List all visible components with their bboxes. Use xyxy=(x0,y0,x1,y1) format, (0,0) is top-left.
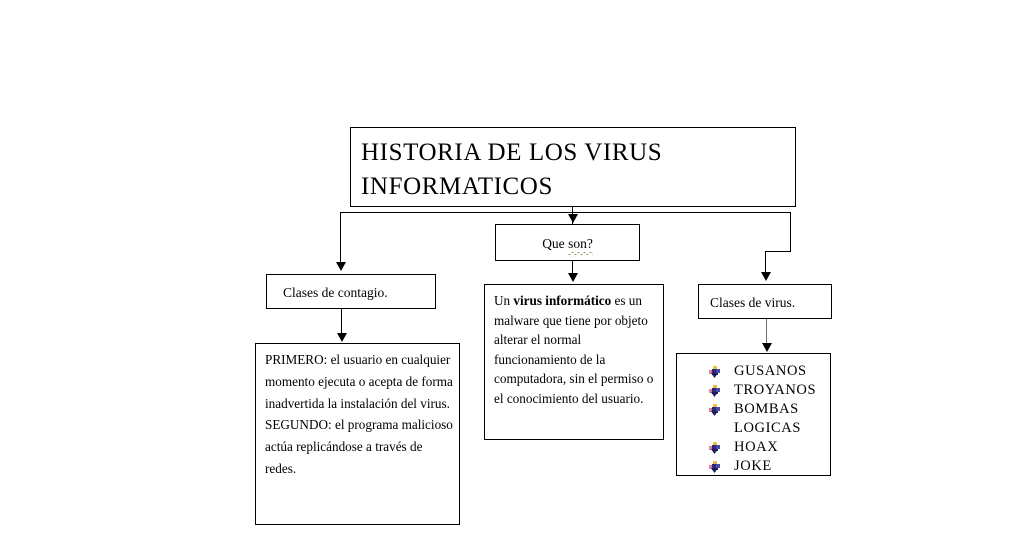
list-item-label: TROYANOS xyxy=(734,382,817,398)
node-definicion-virus[interactable]: Un virus informático es un malware que t… xyxy=(484,284,664,440)
node-clases-virus-lista[interactable]: GUSANOS TROYANOS BOMBAS LOGICAS xyxy=(676,353,831,476)
arrow-bullet-icon xyxy=(709,461,720,473)
list-item-continuation[interactable]: LOGICAS xyxy=(677,419,830,438)
node-title[interactable]: HISTORIA DE LOS VIRUS INFORMATICOS xyxy=(350,127,796,207)
definicion-text-before: Un xyxy=(494,293,514,308)
node-que-son[interactable]: Que son? xyxy=(495,224,640,261)
list-item[interactable]: BOMBAS xyxy=(677,400,830,419)
arrowhead-to-definicion xyxy=(568,273,578,282)
arrowhead-to-contagio-detail xyxy=(337,333,347,342)
que-son-label-misspelled: son? xyxy=(568,225,593,262)
title-line-2: INFORMATICOS xyxy=(361,173,553,200)
arrowhead-to-virus-list xyxy=(762,343,772,352)
title-line-1: HISTORIA DE LOS VIRUS xyxy=(361,139,663,166)
connector-right-branch xyxy=(790,212,791,252)
list-item-label: BOMBAS xyxy=(734,401,799,417)
arrowhead-to-contagio xyxy=(336,262,346,271)
arrowhead-to-clases-virus xyxy=(761,272,771,281)
arrow-bullet-icon xyxy=(709,385,720,397)
list-item-label: GUSANOS xyxy=(734,363,807,379)
que-son-label-prefix: Que xyxy=(542,236,569,251)
connector-virus-to-list xyxy=(766,319,767,344)
connector-contagio-to-detail xyxy=(341,309,342,334)
connector-right-elbow xyxy=(765,251,791,252)
contagio-primero-text: PRIMERO: el usuario en cualquier momento… xyxy=(265,352,453,411)
list-item[interactable]: TROYANOS xyxy=(677,381,830,400)
definicion-text-bold: virus informático xyxy=(513,293,612,308)
connector-horizontal-bar xyxy=(340,212,790,213)
clases-de-virus-label: Clases de virus. xyxy=(710,295,796,310)
clases-de-contagio-label: Clases de contagio. xyxy=(283,285,388,300)
list-item[interactable]: HOAX xyxy=(677,438,830,457)
list-item[interactable]: GUSANOS xyxy=(677,362,830,381)
node-contagio-detalle[interactable]: PRIMERO: el usuario en cualquier momento… xyxy=(255,343,460,525)
list-item-label: JOKE xyxy=(734,458,772,474)
node-clases-de-virus[interactable]: Clases de virus. xyxy=(698,284,832,319)
list-item[interactable]: JOKE xyxy=(677,457,830,476)
list-item-label: HOAX xyxy=(734,439,779,455)
node-clases-de-contagio[interactable]: Clases de contagio. xyxy=(266,274,436,309)
contagio-segundo-text: SEGUNDO: el programa malicioso actúa rep… xyxy=(265,417,453,476)
arrow-bullet-icon xyxy=(709,404,720,416)
arrow-bullet-icon xyxy=(709,442,720,454)
connector-left-branch xyxy=(340,212,341,262)
arrowhead-to-queson xyxy=(568,214,578,223)
definicion-text-after: es un malware que tiene por objeto alter… xyxy=(494,293,654,406)
list-item-label: LOGICAS xyxy=(734,420,802,436)
arrow-bullet-icon xyxy=(709,366,720,378)
connector-right-drop xyxy=(765,251,766,272)
connector-queson-to-definicion xyxy=(572,261,573,274)
virus-type-list: GUSANOS TROYANOS BOMBAS LOGICAS xyxy=(677,362,830,476)
